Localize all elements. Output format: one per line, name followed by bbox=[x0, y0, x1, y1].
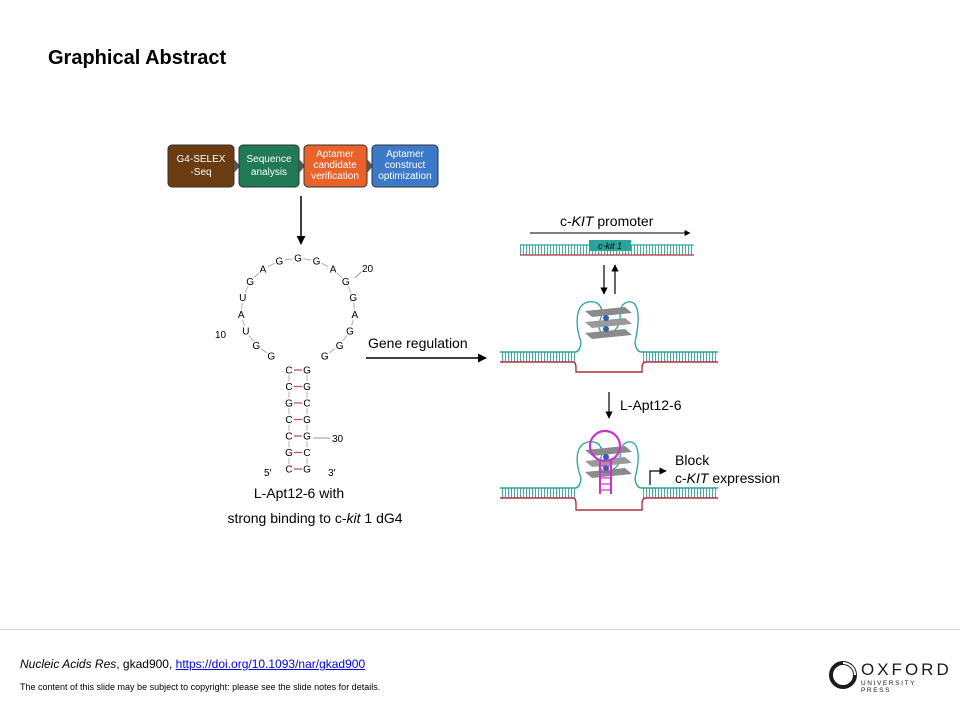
c-kit1-site bbox=[589, 240, 631, 251]
loop-base-bg bbox=[257, 263, 269, 275]
stem-base-right: G bbox=[303, 465, 311, 476]
workflow-step-line: -Seq bbox=[190, 167, 211, 178]
workflow-step-line: analysis bbox=[251, 167, 287, 178]
loop-base-bg bbox=[340, 276, 352, 288]
loop-base: U bbox=[239, 293, 246, 304]
stem-base-right: G bbox=[303, 432, 311, 443]
c-kit1-site-label: c-kit 1 bbox=[598, 241, 622, 251]
loop-base: G bbox=[246, 277, 254, 288]
loop-base-bg bbox=[244, 276, 256, 288]
loop-base-bg bbox=[237, 291, 249, 303]
loop-base-bg bbox=[292, 252, 304, 264]
aptamer-bound-quadruplex bbox=[500, 429, 718, 511]
workflow: G4-SELEX -Seq Sequence analysis Aptamer … bbox=[167, 144, 439, 188]
loop-base-bg bbox=[235, 309, 247, 321]
stem-base-right: G bbox=[303, 415, 311, 426]
loop-base-bg bbox=[349, 309, 361, 321]
loop-base: G bbox=[267, 351, 275, 362]
stem-base-right: G bbox=[303, 366, 311, 377]
loop-base: G bbox=[342, 277, 350, 288]
promoter-label: c-KIT promoter bbox=[560, 213, 654, 229]
stem-base-right: G bbox=[303, 382, 311, 393]
loop-base: G bbox=[349, 293, 357, 304]
stem-base-left: C bbox=[285, 366, 292, 377]
workflow-step-candidate-verification: Aptamer candidate verification bbox=[303, 144, 368, 188]
footer-divider bbox=[0, 629, 960, 630]
gene-regulation-label: Gene regulation bbox=[368, 335, 468, 351]
loop-base-bg bbox=[265, 350, 277, 362]
publisher-name: OXFORD bbox=[861, 660, 952, 679]
workflow-chevron bbox=[367, 159, 373, 173]
workflow-chevron bbox=[299, 159, 305, 173]
article-id: , gkad900, bbox=[116, 657, 176, 671]
workflow-chevron bbox=[234, 159, 240, 173]
workflow-step-construct-optimization: Aptamer construct optimization bbox=[371, 144, 439, 188]
publisher-subtitle: UNIVERSITY PRESS bbox=[861, 680, 916, 694]
position-label-30: 30 bbox=[332, 434, 344, 445]
stem-base-left: C bbox=[285, 432, 292, 443]
loop-base-bg bbox=[250, 339, 262, 351]
citation: Nucleic Acids Res, gkad900, https://doi.… bbox=[20, 657, 365, 671]
loop-base-bg bbox=[311, 255, 323, 267]
g-quadruplex-duplex bbox=[500, 301, 718, 373]
outcome-line1: Block bbox=[675, 452, 710, 468]
loop-base: A bbox=[330, 265, 337, 276]
loop-base: G bbox=[346, 327, 354, 338]
loop-base-bg bbox=[327, 263, 339, 275]
workflow-step-line: optimization bbox=[378, 171, 431, 182]
stem-base-right: C bbox=[303, 399, 310, 410]
slide-title: Graphical Abstract bbox=[48, 47, 227, 69]
stem-base-left: C bbox=[285, 415, 292, 426]
oxford-crest-icon bbox=[829, 661, 857, 689]
position-label-10: 10 bbox=[215, 330, 227, 341]
aptamer-caption-line2: strong binding to c-kit 1 dG4 bbox=[227, 510, 402, 526]
blocked-transcription-arrow bbox=[649, 467, 667, 485]
workflow-step-line: construct bbox=[385, 160, 426, 171]
loop-base-bg bbox=[334, 339, 346, 351]
loop-base-bg bbox=[273, 255, 285, 267]
workflow-step-selex: G4-SELEX -Seq bbox=[167, 144, 235, 188]
loop-base-bg bbox=[319, 350, 331, 362]
loop-base: U bbox=[242, 327, 249, 338]
aptamer-loop bbox=[588, 429, 622, 463]
three-prime-end: 3′ bbox=[328, 468, 336, 479]
loop-base-bg bbox=[344, 325, 356, 337]
aptamer-caption-line1: L-Apt12-6 with bbox=[254, 485, 344, 501]
binding-step-label: L-Apt12-6 bbox=[620, 397, 682, 413]
loop-base-bg bbox=[347, 291, 359, 303]
loop-base: A bbox=[238, 310, 245, 321]
loop-base-bg bbox=[240, 325, 252, 337]
oxford-logo: OXFORD UNIVERSITY PRESS bbox=[828, 658, 949, 694]
loop-base: G bbox=[276, 256, 284, 267]
stem-base-left: G bbox=[285, 399, 293, 410]
workflow-step-line: Aptamer bbox=[316, 149, 354, 160]
loop-base: G bbox=[313, 256, 321, 267]
workflow-step-line: G4-SELEX bbox=[177, 154, 226, 165]
stem-base-right: C bbox=[303, 448, 310, 459]
workflow-step-line: Aptamer bbox=[386, 149, 424, 160]
loop-base: A bbox=[351, 310, 358, 321]
loop-base: G bbox=[252, 341, 260, 352]
loop-base: G bbox=[294, 254, 302, 265]
workflow-step-line: Sequence bbox=[246, 154, 291, 165]
loop-base: A bbox=[260, 265, 267, 276]
promoter-duplex: c-KIT promoter c-kit 1 bbox=[520, 213, 694, 256]
loop-base: G bbox=[336, 341, 344, 352]
copyright-notice: The content of this slide may be subject… bbox=[20, 682, 381, 692]
five-prime-end: 5′ bbox=[264, 468, 272, 479]
outcome-line2: c-KIT expression bbox=[675, 470, 780, 486]
journal-name: Nucleic Acids Res bbox=[20, 657, 117, 671]
loop-base: G bbox=[321, 351, 329, 362]
position-label-20: 20 bbox=[362, 264, 374, 275]
stem-base-left: G bbox=[285, 448, 293, 459]
workflow-step-line: verification bbox=[311, 171, 359, 182]
stem-base-left: C bbox=[285, 465, 292, 476]
workflow-step-line: candidate bbox=[313, 160, 357, 171]
workflow-step-sequence-analysis: Sequence analysis bbox=[238, 144, 300, 188]
graphical-abstract-figure: G4-SELEX -Seq Sequence analysis Aptamer … bbox=[167, 144, 780, 526]
stem-base-left: C bbox=[285, 382, 292, 393]
doi-link[interactable]: https://doi.org/10.1093/nar/gkad900 bbox=[175, 657, 366, 671]
